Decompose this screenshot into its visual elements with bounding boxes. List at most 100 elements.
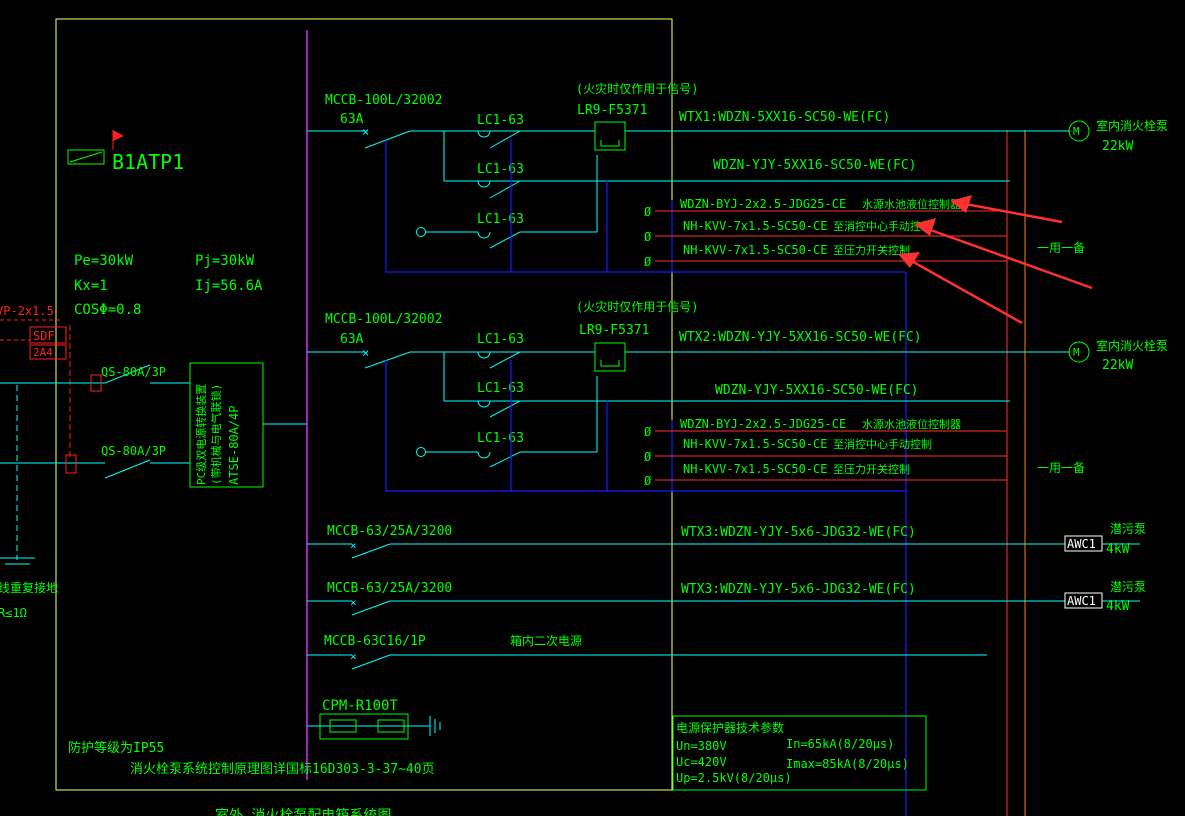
sdf-label: SDF bbox=[33, 329, 55, 343]
control-cable-2: NH-KVV-7x1.5-SC50-CE bbox=[683, 219, 828, 233]
atse-box bbox=[189, 362, 264, 488]
lc-contact-1 bbox=[477, 130, 491, 138]
control-cable-3: NH-KVV-7x1.5-SC50-CE bbox=[683, 462, 828, 476]
spd-uc: Uc=420V bbox=[676, 755, 727, 769]
control-target-2: 至消控中心手动控制 bbox=[833, 437, 932, 451]
control-terminal-3: Ø bbox=[644, 255, 652, 269]
lc-switch-1 bbox=[489, 351, 521, 369]
panel-title-group: B1ATP1 bbox=[67, 130, 184, 174]
cable: WTX3:WDZN-YJY-5x6-JDG32-WE(FC) bbox=[681, 582, 916, 597]
relay-box bbox=[594, 342, 626, 372]
mccb-switch bbox=[351, 543, 391, 559]
qs-switch-1 bbox=[104, 364, 151, 384]
cable-second: WDZN-YJY-5XX16-SC50-WE(FC) bbox=[715, 383, 919, 398]
cable: WTX3:WDZN-YJY-5x6-JDG32-WE(FC) bbox=[681, 525, 916, 540]
spd-params-box bbox=[672, 715, 927, 791]
incoming-trip-1 bbox=[90, 374, 102, 392]
standby-label-2: 一用一备 bbox=[1037, 461, 1085, 475]
spd-element-1 bbox=[329, 719, 357, 733]
spd-group: CPM-R100T bbox=[307, 698, 441, 740]
mccb-label: MCCB-100L/32002 bbox=[325, 312, 442, 327]
load-name: 潜污泵 bbox=[1110, 580, 1146, 594]
pj-value: Pj=30kW bbox=[195, 253, 255, 269]
control-target-3: 至压力开关控制 bbox=[833, 462, 910, 476]
mccb-switch bbox=[351, 600, 391, 616]
pe-value: Pe=30kW bbox=[74, 253, 134, 269]
spd-up: Up=2.5kV(8/20μs) bbox=[676, 771, 792, 785]
earth-label: 线重复接地 bbox=[0, 580, 58, 595]
panel-title: B1ATP1 bbox=[112, 150, 184, 174]
lc-label-2: LC1-63 bbox=[477, 381, 524, 396]
control-terminal-2: Ø bbox=[644, 230, 652, 244]
mccb-label: MCCB-63/25A/3200 bbox=[327, 524, 452, 539]
awc-label: AWC1 bbox=[1067, 537, 1096, 551]
load-name: 室内消火栓泵 bbox=[1096, 118, 1168, 133]
relay-heater bbox=[600, 140, 620, 147]
breaker-cross: × bbox=[362, 125, 369, 139]
atse-line-3: ATSE-80A/4P bbox=[227, 406, 241, 485]
spd-un: Un=380V bbox=[676, 739, 727, 753]
arrow-shaft-1 bbox=[959, 201, 1063, 224]
load-power: 4kW bbox=[1106, 542, 1130, 557]
spd-params-title: 电源保护器技术参数 bbox=[676, 720, 784, 735]
sewage-circuit-1: MCCB-63/25A/3200 × WTX3:WDZN-YJY-5x6-JDG… bbox=[307, 522, 1146, 559]
control-cable-1: WDZN-BYJ-2x2.5-JDG25-CE bbox=[680, 197, 846, 211]
control-terminal-3: Ø bbox=[644, 474, 652, 488]
cos-value: COSΦ=0.8 bbox=[74, 302, 141, 318]
atse-line-2: (带机械与电气联锁) bbox=[209, 384, 223, 485]
motor-circuit-2: MCCB-100L/32002 63A × LC1-63 LC1-63 LC1-… bbox=[307, 299, 1168, 492]
lc-terminal bbox=[416, 227, 426, 237]
lc-contact-3 bbox=[477, 451, 491, 459]
control-target-1: 水源水池液位控制器 bbox=[862, 417, 961, 431]
secondary-circuit: MCCB-63C16/1P × 箱内二次电源 bbox=[307, 633, 987, 670]
bottom-caption: 室外 消火栓泵配电箱系统图 bbox=[215, 807, 391, 816]
mccb-switch bbox=[364, 130, 411, 149]
reference-note: 消火栓泵系统控制原理图详国标16D303-3-37~40页 bbox=[130, 762, 435, 777]
arrow-head-3 bbox=[898, 252, 920, 268]
lc-contact-2 bbox=[477, 400, 491, 408]
breaker-cross: × bbox=[350, 596, 357, 609]
control-loop-blue bbox=[385, 140, 906, 273]
motor-circuit-1: MCCB-100L/32002 63A × LC1-63 LC1-63 LC1-… bbox=[307, 81, 1168, 273]
arrow-shaft-2 bbox=[924, 226, 1093, 290]
awc-label: AWC1 bbox=[1067, 594, 1096, 608]
control-terminal-2: Ø bbox=[644, 450, 652, 464]
left-cable-fragment: VP-2x1.5 bbox=[0, 304, 54, 318]
cable-main: WTX1:WDZN-5XX16-SC50-WE(FC) bbox=[679, 110, 890, 125]
panel-symbol-diagonal bbox=[69, 151, 103, 163]
lc-switch-3 bbox=[489, 231, 521, 249]
rating-label: 2A4 bbox=[33, 346, 53, 359]
kx-value: Kx=1 bbox=[74, 278, 108, 294]
panel-border bbox=[55, 18, 673, 791]
lc-label-3: LC1-63 bbox=[477, 212, 524, 227]
breaker-cross: × bbox=[362, 346, 369, 360]
mccb-rating: 63A bbox=[340, 112, 364, 127]
motor-symbol: M bbox=[1073, 346, 1080, 359]
control-target-2: 至消控中心手动控制 bbox=[833, 219, 932, 233]
sewage-circuit-2: MCCB-63/25A/3200 × WTX3:WDZN-YJY-5x6-JDG… bbox=[307, 580, 1146, 616]
motor-symbol: M bbox=[1073, 125, 1080, 138]
load-name: 室内消火栓泵 bbox=[1096, 338, 1168, 353]
lc-contact-2 bbox=[477, 180, 491, 188]
arrow-shaft-3 bbox=[907, 257, 1023, 325]
sdf-box bbox=[29, 326, 67, 344]
motor-icon bbox=[1068, 341, 1090, 363]
panel-symbol bbox=[67, 149, 105, 165]
breaker-cross: × bbox=[350, 539, 357, 552]
lc-switch-3 bbox=[489, 451, 521, 468]
arrow-head-2 bbox=[914, 218, 936, 236]
qs-bottom-label: QS-80A/3P bbox=[101, 444, 166, 458]
lc-label-1: LC1-63 bbox=[477, 113, 524, 128]
mccb-label: MCCB-63/25A/3200 bbox=[327, 581, 452, 596]
control-terminal-1: Ø bbox=[644, 205, 652, 219]
spd-element-2 bbox=[377, 719, 405, 733]
mccb-label: MCCB-100L/32002 bbox=[325, 93, 442, 108]
lc-contact-3 bbox=[477, 231, 491, 239]
arrow-head-1 bbox=[950, 195, 972, 213]
spd-in: In=65kA(8/20μs) bbox=[786, 737, 894, 751]
lc-switch-2 bbox=[489, 180, 521, 199]
load-name: 潜污泵 bbox=[1110, 522, 1146, 536]
control-cable-3: NH-KVV-7x1.5-SC50-CE bbox=[683, 243, 828, 257]
rating-box bbox=[29, 344, 67, 360]
